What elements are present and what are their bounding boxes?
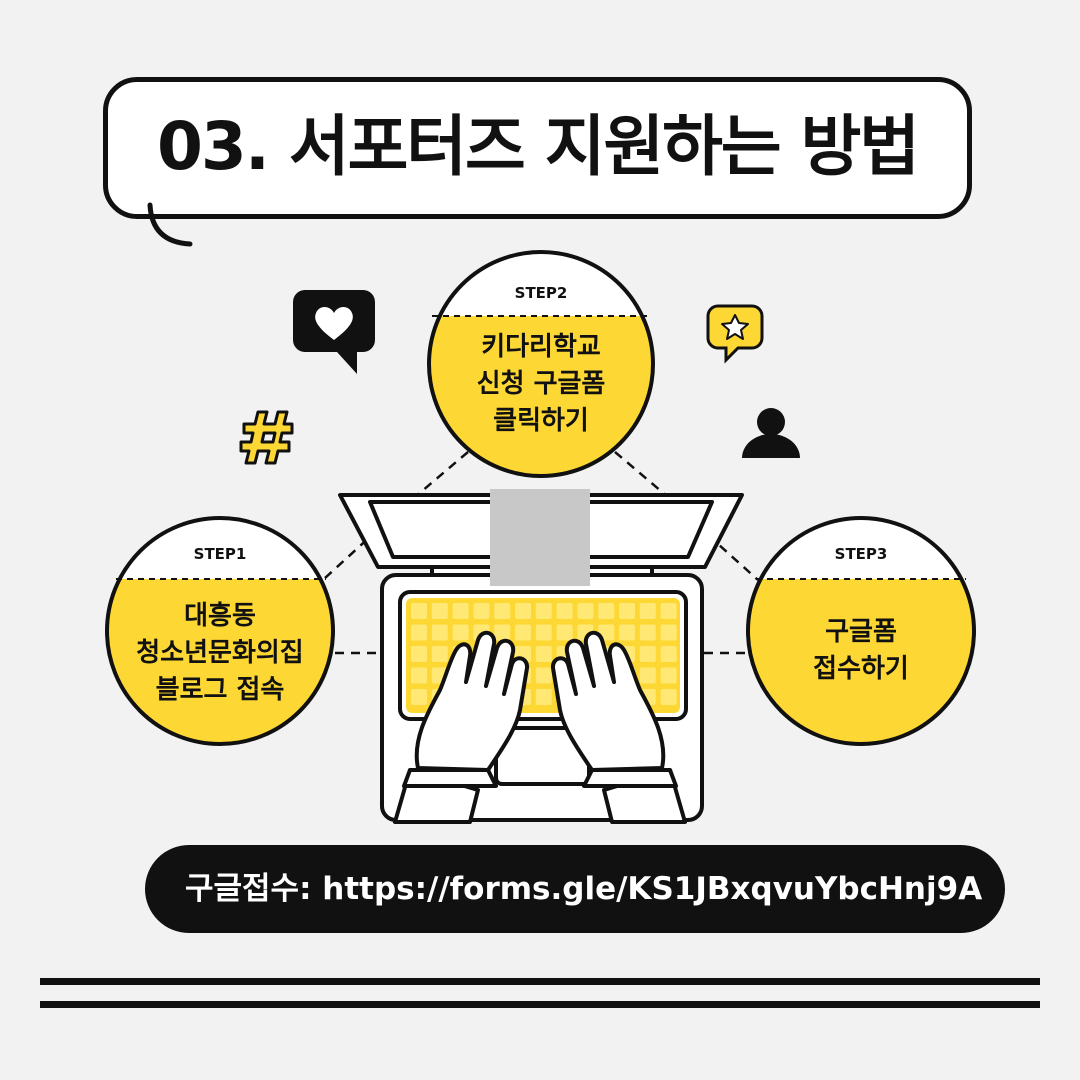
keyboard-key (535, 603, 552, 619)
keyboard-key (494, 603, 511, 619)
keyboard-key (639, 646, 656, 662)
step2-line3: 클릭하기 (493, 406, 589, 436)
keyboard-key (452, 603, 469, 619)
bubble-tail (147, 202, 193, 247)
step3-line1: 구글폼 (825, 617, 897, 647)
person-icon (742, 408, 800, 458)
keyboard-key (535, 689, 552, 705)
keyboard-key (431, 646, 448, 662)
keyboard-key (660, 646, 677, 662)
step2-circle: STEP2 키다리학교 신청 구글폼 클릭하기 (427, 250, 655, 478)
step3-circle: STEP3 구글폼 접수하기 (746, 516, 976, 746)
keyboard-key (660, 603, 677, 619)
keyboard-key (660, 667, 677, 684)
keyboard-key (639, 603, 656, 619)
hands-illustration (393, 630, 687, 824)
keyboard-key (556, 603, 573, 619)
step3-label: STEP3 (835, 545, 888, 563)
keyboard-key (411, 624, 427, 641)
step2-line1: 키다리학교 (481, 332, 601, 362)
step2-label: STEP2 (515, 284, 568, 302)
keyboard-key (473, 603, 490, 619)
divider-bottom (40, 1001, 1040, 1008)
image-placeholder (490, 489, 590, 586)
keyboard-key (660, 689, 677, 705)
keyboard-key (535, 624, 552, 641)
keyboard-key (598, 603, 615, 619)
page-title: 03. 서포터즈 지원하는 방법 (156, 108, 920, 185)
keyboard-key (411, 667, 427, 684)
keyboard-key (619, 603, 635, 619)
keyboard-key (452, 624, 469, 641)
keyboard-key (619, 624, 635, 641)
keyboard-key (411, 603, 427, 619)
title-bubble: 03. 서포터즈 지원하는 방법 (103, 77, 972, 219)
divider-top (40, 978, 1040, 985)
keyboard-key (577, 603, 594, 619)
keyboard-key (411, 689, 427, 705)
step2-line2: 신청 구글폼 (477, 369, 606, 399)
keyboard-key (515, 624, 531, 641)
star-chat-icon (706, 304, 764, 364)
keyboard-key (639, 667, 656, 684)
step1-line2: 청소년문화의집 (136, 638, 303, 668)
keyboard-key (535, 667, 552, 684)
keyboard-key (494, 624, 511, 641)
keyboard-key (515, 603, 531, 619)
hashtag-icon (239, 410, 294, 465)
step1-label: STEP1 (194, 545, 247, 563)
keyboard-key (660, 624, 677, 641)
google-form-link[interactable]: 구글접수: https://forms.gle/KS1JBxqvuYbcHnj9… (145, 845, 1005, 933)
step1-line1: 대흥동 (184, 601, 256, 631)
laptop-illustration (338, 489, 744, 822)
step3-line2: 접수하기 (813, 654, 909, 684)
step1-circle: STEP1 대흥동 청소년문화의집 블로그 접속 (105, 516, 335, 746)
keyboard-key (535, 646, 552, 662)
step1-line3: 블로그 접속 (156, 675, 285, 705)
keyboard-key (431, 603, 448, 619)
keyboard-key (411, 646, 427, 662)
keyboard-key (639, 624, 656, 641)
keyboard-key (556, 624, 573, 641)
keyboard-key (431, 624, 448, 641)
heart-chat-icon (293, 290, 375, 374)
